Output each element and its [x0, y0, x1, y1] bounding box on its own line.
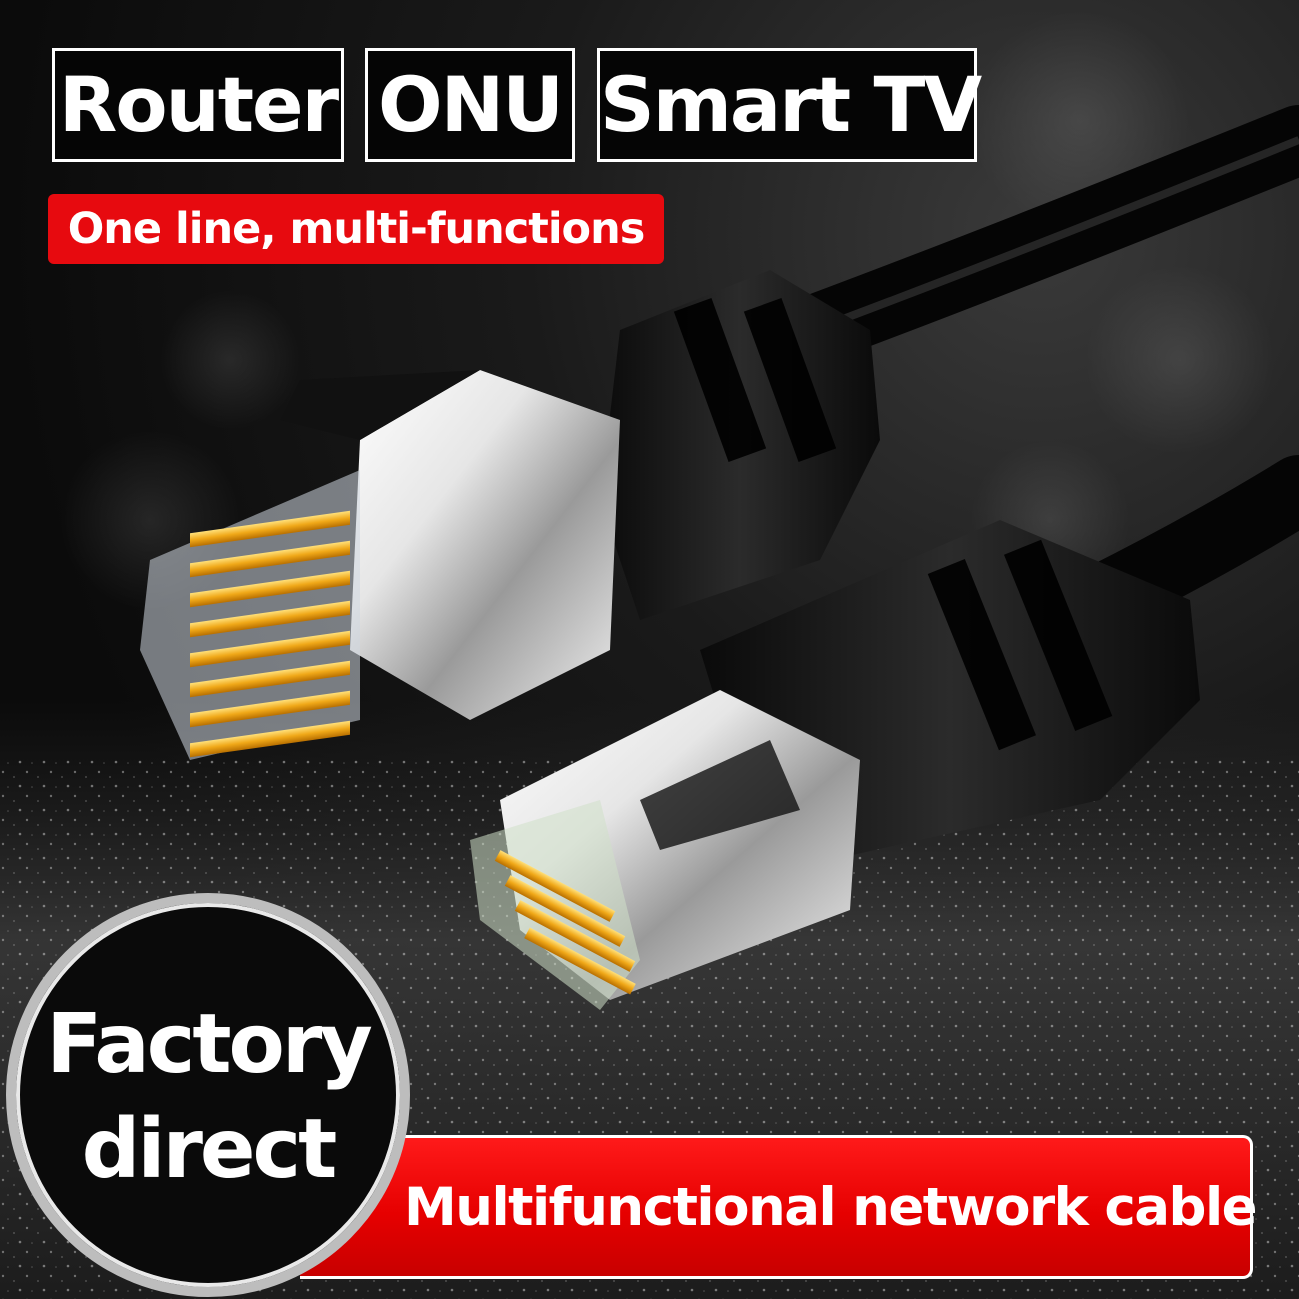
badge-line-2: direct — [81, 1102, 338, 1197]
onu-tag: ONU — [365, 48, 575, 162]
smart-tv-tag: Smart TV — [597, 48, 982, 162]
banner-text: Multifunctional network cable — [404, 1177, 1258, 1238]
router-tag: Router — [52, 48, 344, 162]
bottom-banner — [300, 1135, 1253, 1279]
factory-direct-badge — [6, 893, 410, 1297]
slogan-label: One line, multi-functions — [48, 194, 664, 264]
badge-line-1: Factory — [46, 997, 373, 1092]
